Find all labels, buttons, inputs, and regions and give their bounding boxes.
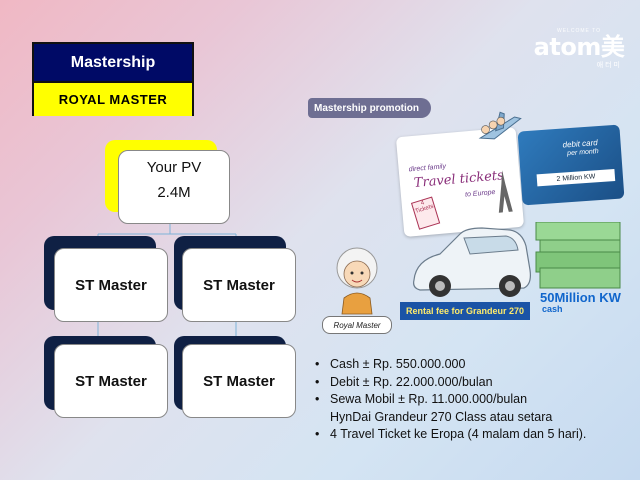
- reward-list: •Cash ± Rp. 550.000.000 •Debit ± Rp. 22.…: [314, 356, 634, 444]
- royal-master-character-icon: [336, 247, 378, 315]
- logo-small-text: WELCOME TO: [557, 28, 601, 34]
- money-cash-label: cash: [542, 304, 563, 314]
- rental-label: Rental fee for Grandeur 270: [400, 302, 530, 320]
- bullet-icon: •: [315, 374, 320, 389]
- travel-ticket-card: direct family Travel tickets to Europe 4…: [395, 111, 525, 238]
- mastership-promotion-image: Mastership promotion direct family Trave…: [308, 92, 628, 344]
- reward-item-continuation: HynDai Grandeur 270 Class atau setara: [330, 409, 553, 424]
- logo-main-text: atom美: [533, 33, 625, 61]
- title-box: Mastership ROYAL MASTER: [32, 42, 194, 116]
- eiffel-tower-icon: [498, 170, 513, 213]
- reward-item: •Cash ± Rp. 550.000.000: [314, 356, 634, 374]
- reward-item: •Sewa Mobil ± Rp. 11.000.000/bulan: [314, 391, 634, 409]
- your-pv-box: Your PV 2.4M: [118, 150, 230, 224]
- logo-sub-text: 애 터 미: [596, 62, 620, 69]
- st-master-node: ST Master: [182, 248, 296, 322]
- promo-tag: Mastership promotion: [308, 98, 432, 118]
- debit-line2: per month: [566, 148, 599, 158]
- airplane-icon: [478, 111, 522, 140]
- st-master-node: ST Master: [54, 344, 168, 418]
- your-pv-label: Your PV: [146, 159, 202, 176]
- st-master-node: ST Master: [182, 344, 296, 418]
- debit-line3: 2 Million KW: [536, 168, 616, 187]
- title-heading: Mastership: [34, 44, 192, 81]
- your-pv-value: 2.4M: [157, 184, 191, 201]
- ticket-line1: direct family: [408, 163, 447, 174]
- money-stack-icon: [535, 222, 621, 289]
- debit-card: debit card per month 2 Million KW: [517, 124, 625, 206]
- reward-item: •Debit ± Rp. 22.000.000/bulan: [314, 374, 634, 392]
- bullet-icon: •: [315, 392, 320, 406]
- bullet-icon: •: [315, 427, 320, 441]
- car-icon: [413, 227, 531, 297]
- st-master-node: ST Master: [54, 248, 168, 322]
- reward-item: •4 Travel Ticket ke Eropa (4 malam dan 5…: [314, 426, 634, 444]
- atomy-logo: WELCOME TO atom美 애 터 미: [532, 28, 626, 76]
- bullet-icon: •: [315, 357, 320, 371]
- royal-master-label: Royal Master: [322, 316, 392, 334]
- ticket-line3: to Europe: [464, 188, 496, 199]
- title-rank: ROYAL MASTER: [34, 81, 192, 116]
- money-label: 50Million KW: [540, 290, 621, 305]
